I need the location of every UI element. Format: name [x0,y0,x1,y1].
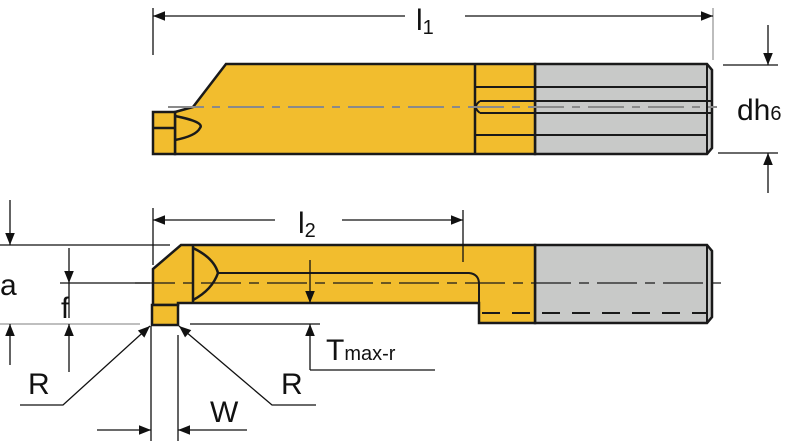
radius-leaders [20,325,316,406]
side-carbide-body [151,243,537,325]
top-insert [151,110,177,156]
l1-dimension [152,8,714,60]
f-label: f [61,292,70,325]
top-carbide-body [173,62,537,156]
a-label: a [0,269,17,302]
a-f-dimensions [0,200,170,372]
l1-label: l1 [416,4,434,39]
r-right-label: R [281,368,303,401]
r-left-label: R [28,368,50,401]
dh6-label: dh6 [737,94,782,127]
side-view [135,243,722,327]
dh6-dimension [718,25,778,193]
tmax-dimension [190,260,435,371]
w-label: W [210,396,239,429]
top-shank [533,62,714,156]
l2-dimension [152,208,464,265]
w-dimension [97,326,247,441]
top-view [151,62,717,156]
side-insert [150,303,180,327]
tmax-label: Tmax-r [326,334,396,367]
side-shank [533,243,714,325]
l2-label: l2 [298,207,316,242]
